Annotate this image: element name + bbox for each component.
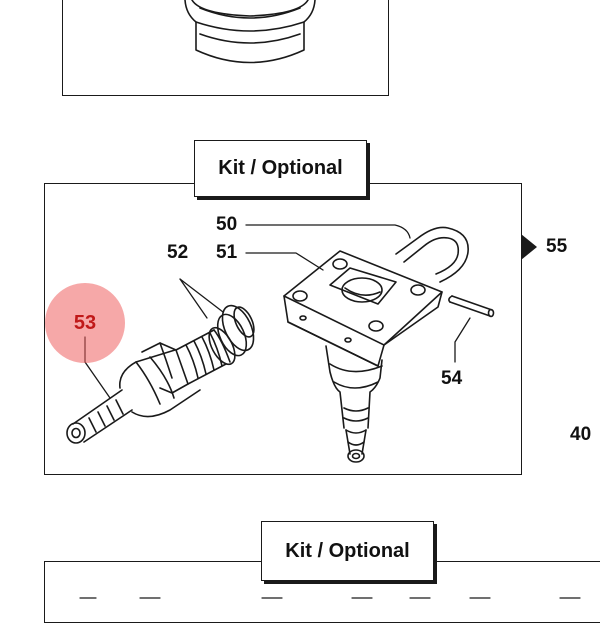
callout-53: 53 xyxy=(73,311,97,334)
callout-51: 51 xyxy=(216,242,238,263)
callout-50: 50 xyxy=(216,214,238,235)
callout-40: 40 xyxy=(570,424,592,445)
highlighted-callout-53[interactable]: 53 xyxy=(45,283,125,363)
arrow-55 xyxy=(521,234,537,260)
callout-54: 54 xyxy=(441,368,463,389)
top-parts-frame xyxy=(62,0,389,96)
callout-55[interactable]: 55 xyxy=(546,236,568,257)
kit-optional-label-bottom: Kit / Optional xyxy=(261,521,434,581)
kit-optional-label: Kit / Optional xyxy=(194,140,367,197)
callout-52: 52 xyxy=(167,242,189,263)
